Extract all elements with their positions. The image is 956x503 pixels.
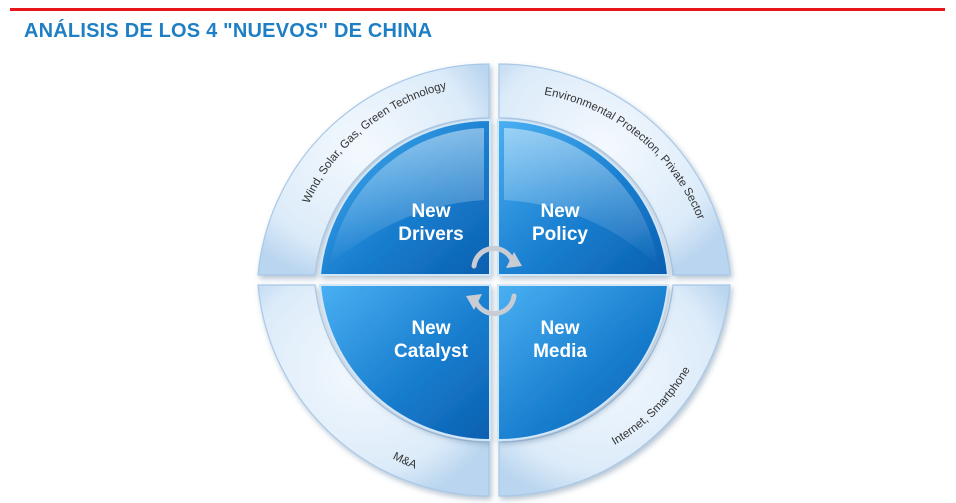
outer-ring <box>257 63 731 497</box>
ring-segment-top-right <box>498 63 731 276</box>
ring-segment-bottom-left <box>257 284 490 497</box>
quadrant-bottom-right-line1: New <box>540 318 579 339</box>
ring-segment-top-left <box>257 63 490 276</box>
quadrant-top-left-line2: Drivers <box>398 224 464 245</box>
quadrant-bottom-right-line2: Media <box>533 341 587 362</box>
quadrant-bottom-left <box>318 284 491 442</box>
quadrant-bottom-right <box>497 284 670 442</box>
quadrant-top-left-line1: New <box>411 201 450 222</box>
quadrant-bottom-left-line1: New <box>411 318 450 339</box>
quadrant-gloss-top-right <box>504 128 658 265</box>
quadrant-top-right-line2: Policy <box>532 224 588 245</box>
inner-quadrants <box>318 118 670 442</box>
top-rule <box>10 8 945 11</box>
quadrant-top-right-line1: New <box>540 201 579 222</box>
page-title: ANÁLISIS DE LOS 4 "NUEVOS" DE CHINA <box>24 20 433 42</box>
quadrant-bottom-left-line2: Catalyst <box>394 341 469 362</box>
quadrant-gloss-top-left <box>330 128 484 265</box>
ring-segment-bottom-right <box>498 284 731 497</box>
cycle-arrows-icon <box>466 245 522 317</box>
